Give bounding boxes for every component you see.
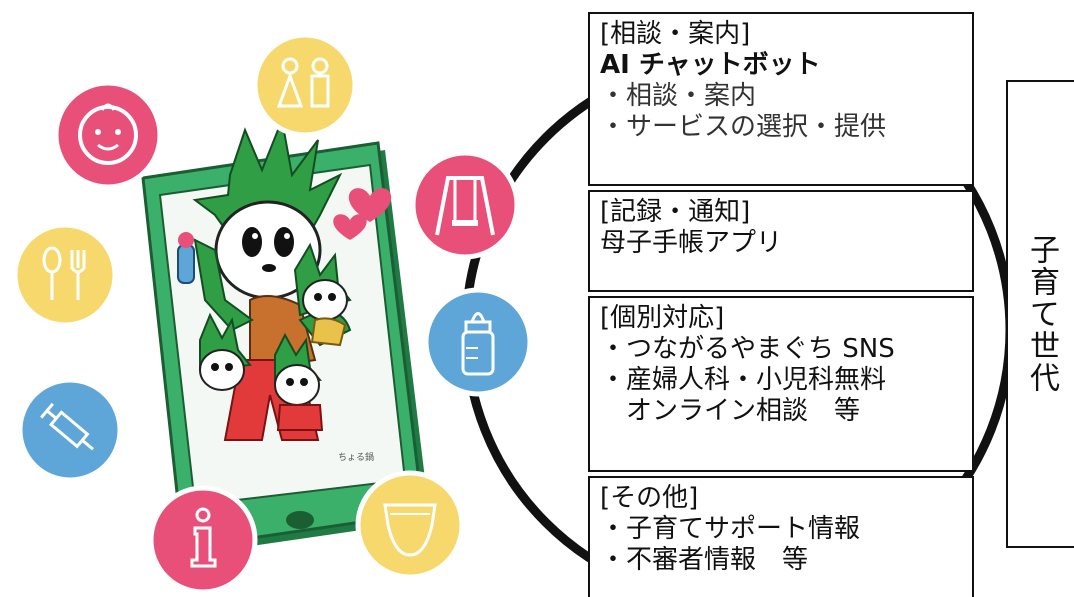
- record-notification-box: [記録・通知] 母子手帳アプリ: [588, 190, 974, 292]
- individual-support-box: [個別対応] ・つながるやまぐち SNS ・産婦人科・小児科無料 オンライン相談…: [588, 296, 974, 472]
- box-line: ・相談・案内: [600, 81, 757, 111]
- heart-icon: [348, 188, 392, 222]
- consultation-box: [相談・案内] AI チャットボット ・相談・案内 ・サービスの選択・提供: [588, 12, 974, 186]
- box-heading: [その他]: [600, 483, 699, 513]
- box-line: ・サービスの選択・提供: [600, 112, 887, 142]
- heart-icon: [333, 214, 367, 240]
- swing-icon: [410, 150, 520, 260]
- box-line: ・つながるやまぐち SNS: [600, 334, 895, 364]
- baby-bottle-icon: [423, 287, 533, 397]
- syringe-icon: [17, 377, 123, 483]
- box-heading: [個別対応]: [600, 303, 725, 333]
- baby-face-icon: [53, 80, 163, 190]
- info-icon: [148, 485, 258, 595]
- box-heading: [記録・通知]: [600, 197, 751, 227]
- spoon-fork-icon: [12, 222, 118, 328]
- mascot-family: [177, 116, 352, 441]
- tablet-mark: ちょる鍋: [338, 451, 374, 463]
- box-line: ・産婦人科・小児科無料: [600, 365, 887, 395]
- box-line: ・子育てサポート情報: [600, 514, 861, 544]
- side-label: 子育て世代: [1024, 234, 1059, 394]
- box-line: ・不審者情報 等: [600, 545, 809, 575]
- box-line: 母子手帳アプリ: [600, 228, 783, 258]
- box-line: オンライン相談 等: [600, 396, 861, 426]
- child-rearing-generation-box: 子育て世代: [1006, 80, 1074, 548]
- toilet-icon: [252, 32, 358, 138]
- diaper-icon: [355, 470, 465, 580]
- box-heading: [相談・案内]: [600, 19, 751, 49]
- box-line: AI チャットボット: [600, 50, 821, 80]
- other-info-box: [その他] ・子育てサポート情報 ・不審者情報 等: [588, 476, 974, 597]
